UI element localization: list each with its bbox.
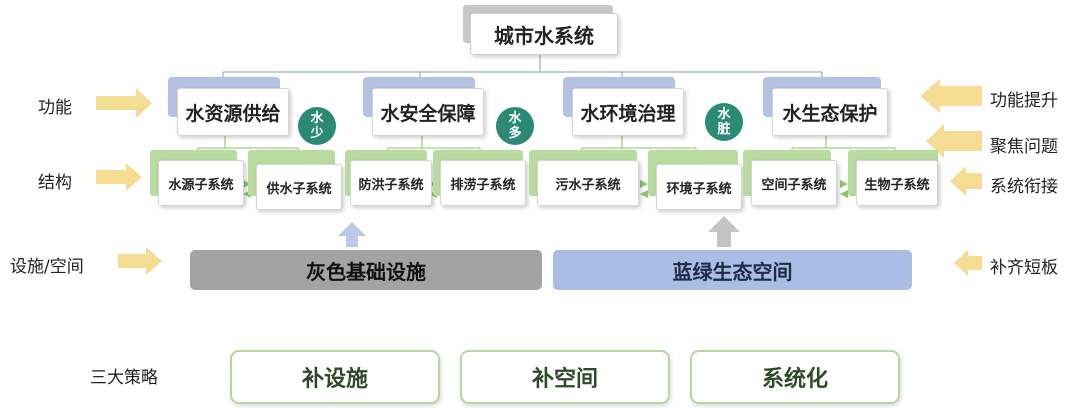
- strategy-facility: 补设施: [230, 350, 440, 404]
- arrow-icon: [118, 247, 162, 275]
- badge-water-excess: 水多: [496, 107, 534, 145]
- page-title: 城市水系统: [470, 13, 618, 55]
- strategy-space: 补空间: [460, 350, 670, 404]
- function-box-water-environment: 水环境治理: [572, 88, 684, 136]
- label-upgrade: 功能提升: [990, 91, 1058, 111]
- subsystem-drainage: 排涝子系统: [440, 160, 526, 206]
- subsystem-water-source: 水源子系统: [158, 160, 244, 206]
- subsystem-sewage: 污水子系统: [537, 160, 639, 206]
- up-arrow-gray: [338, 222, 366, 247]
- strategy-label: 三大策略: [90, 368, 158, 388]
- subsystem-water-supply: 供水子系统: [256, 164, 342, 210]
- label-facility-space: 设施/空间: [10, 257, 84, 277]
- label-function: 功能: [38, 98, 72, 118]
- strategy-systematic: 系统化: [690, 350, 900, 404]
- function-box-water-supply: 水资源供给: [177, 88, 289, 136]
- subsystem-space: 空间子系统: [751, 160, 837, 206]
- label-structure: 结构: [38, 173, 72, 193]
- up-arrow-blue: [708, 216, 740, 247]
- band-blue-green-space: 蓝绿生态空间: [553, 250, 912, 290]
- label-link: 系统衔接: [990, 177, 1058, 197]
- arrow-icon: [96, 88, 152, 118]
- label-fill: 补齐短板: [990, 258, 1058, 278]
- function-box-water-safety: 水安全保障: [372, 88, 484, 136]
- arrow-icon: [954, 250, 982, 276]
- subsystem-biology: 生物子系统: [856, 160, 938, 206]
- subsystem-environment: 环境子系统: [656, 164, 742, 210]
- badge-water-scarce: 水少: [298, 107, 336, 145]
- label-focus: 聚焦问题: [990, 137, 1058, 157]
- arrow-icon: [920, 79, 982, 113]
- subsystem-flood-control: 防洪子系统: [350, 160, 432, 206]
- band-gray-infrastructure: 灰色基础设施: [190, 250, 542, 290]
- arrow-icon: [96, 163, 142, 191]
- badge-water-dirty: 水脏: [705, 103, 743, 141]
- function-box-water-ecology: 水生态保护: [772, 88, 888, 136]
- arrow-icon: [926, 124, 982, 158]
- arrow-icon: [950, 166, 982, 196]
